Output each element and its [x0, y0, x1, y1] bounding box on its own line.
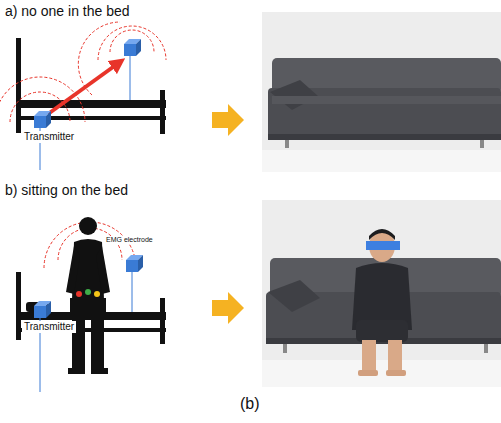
electrode-label: EMG electrode — [104, 236, 155, 244]
panel-heading: b) sitting on the bed — [5, 182, 128, 198]
panel-heading: a) no one in the bed — [5, 3, 130, 19]
photo-empty-sofa — [262, 12, 501, 172]
device-label: Transmitter — [22, 131, 76, 143]
flow-arrow — [212, 104, 244, 136]
figure-caption: (b) — [240, 395, 260, 413]
person-schematic — [16, 217, 166, 392]
device-label: Transmitter — [22, 321, 76, 333]
flow-arrow — [212, 292, 244, 324]
photo-person-on-sofa — [262, 200, 501, 387]
bed-schematic — [0, 22, 166, 170]
